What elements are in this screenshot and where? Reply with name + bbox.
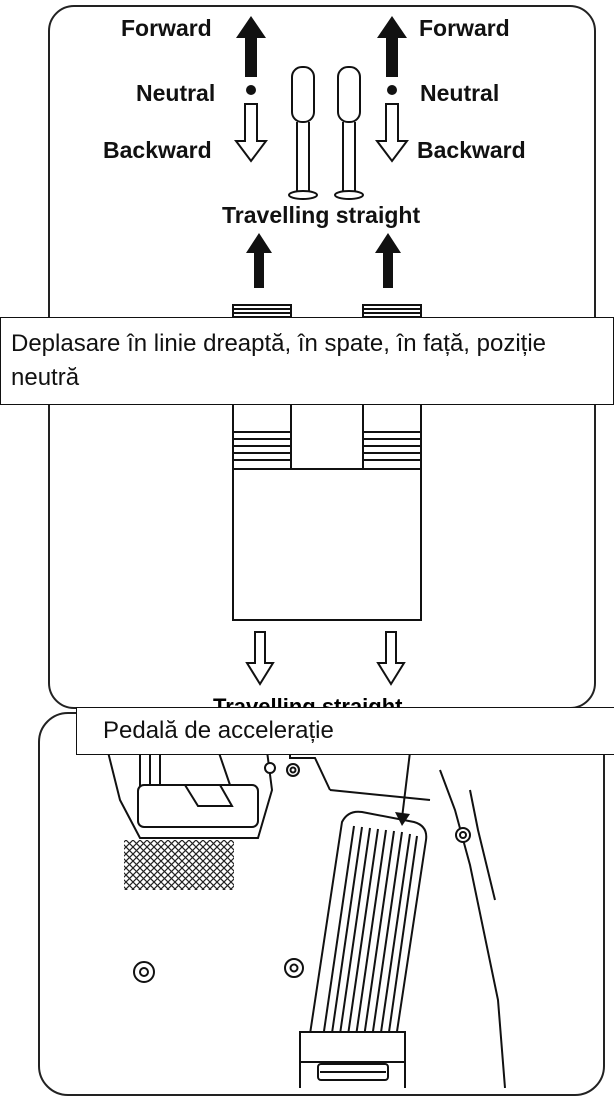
pedal-caption-box: Pedală de accelerație [76, 707, 614, 755]
travel-down-arrow-right [376, 631, 406, 686]
forward-arrow-right [377, 16, 407, 77]
backward-label-right: Backward [417, 137, 526, 163]
mounting-bolt-center [284, 958, 304, 978]
backward-label-left: Backward [103, 137, 212, 163]
forward-label-left: Forward [121, 15, 212, 41]
travel-caption-text: Deplasare în linie dreaptă, în spate, în… [11, 330, 546, 391]
backward-arrow-right [375, 103, 409, 163]
backward-arrow-left [234, 103, 268, 163]
travel-up-arrow-right [375, 233, 401, 288]
floor-plate-lines [439, 769, 506, 1088]
neutral-dot-left [246, 85, 256, 95]
floor-mesh [124, 840, 234, 890]
mounting-bolt-left [133, 961, 155, 983]
pedal-hinge [299, 1031, 406, 1088]
travel-caption-box: Deplasare în linie dreaptă, în spate, în… [0, 317, 614, 405]
travel-up-arrow-left [246, 233, 272, 288]
travelling-straight-label-bottom: Travelling straight [213, 694, 403, 708]
neutral-label-left: Neutral [136, 80, 216, 106]
left-lever [288, 66, 318, 200]
neutral-dot-right [387, 85, 397, 95]
accelerator-pedal [308, 810, 428, 1054]
pedal-callout-line [401, 751, 411, 819]
right-lever [334, 66, 364, 200]
forward-label-right: Forward [419, 15, 510, 41]
pedal-callout-arrowhead [395, 812, 410, 826]
travelling-straight-label-top: Travelling straight [222, 202, 421, 228]
pedal-caption-text: Pedală de accelerație [103, 717, 334, 744]
travel-down-arrow-left [245, 631, 275, 686]
neutral-label-right: Neutral [420, 80, 500, 106]
machine-body [232, 402, 422, 621]
forward-arrow-left [236, 16, 266, 77]
